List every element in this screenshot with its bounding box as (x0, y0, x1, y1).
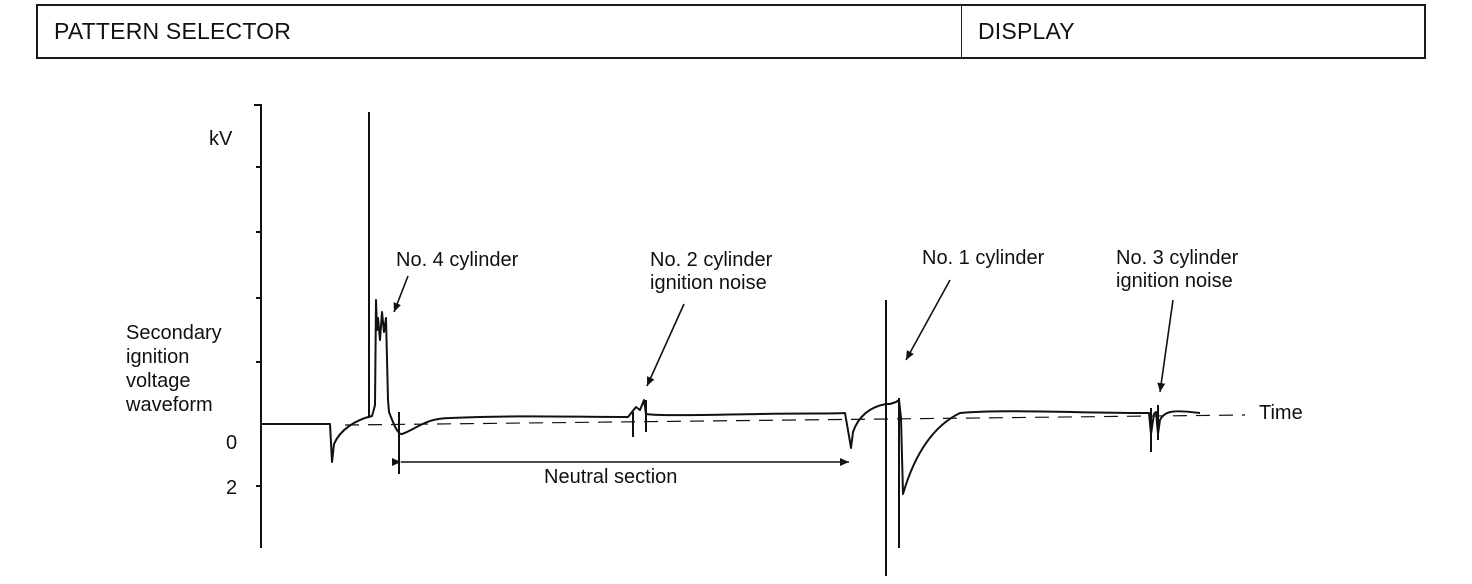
no2-cylinder-label-line-1: No. 2 cylinder (650, 249, 773, 271)
display-label: DISPLAY (978, 18, 1075, 44)
waveform-trace (262, 299, 1201, 495)
no3-cylinder-label-line-1: No. 3 cylinder (1116, 247, 1239, 269)
waveform-label-line-1: Secondary (126, 322, 222, 344)
waveform-label-line-4: waveform (125, 394, 213, 416)
no3-cylinder-label-line-2: ignition noise (1116, 270, 1233, 292)
time-axis-label: Time (1259, 402, 1303, 424)
no4-cylinder-label: No. 4 cylinder (396, 249, 519, 271)
waveform-label-line-3: voltage (126, 370, 191, 392)
no2-cylinder-label: No. 2 cylinder ignition noise (650, 249, 773, 294)
waveform-label-line-2: ignition (126, 346, 189, 368)
pattern-selector-label: PATTERN SELECTOR (38, 6, 962, 57)
kv-axis-label: kV (209, 128, 233, 150)
zero-reference-dashed-line (344, 414, 1246, 426)
no2-cylinder-label-line-2: ignition noise (650, 272, 767, 294)
two-tick-label: 2 (226, 477, 237, 499)
neutral-section-label: Neutral section (544, 466, 677, 488)
waveform-label: Secondary ignition voltage waveform (125, 322, 222, 416)
no1-cylinder-label: No. 1 cylinder (922, 247, 1045, 269)
pattern-display-header: PATTERN SELECTOR DISPLAY (36, 4, 1426, 59)
no3-cylinder-label: No. 3 cylinder ignition noise (1116, 247, 1239, 292)
annotation-arrows (393, 275, 1174, 393)
voltage-axis (254, 104, 262, 548)
zero-tick-label: 0 (226, 432, 237, 454)
ignition-spikes (368, 112, 1159, 576)
